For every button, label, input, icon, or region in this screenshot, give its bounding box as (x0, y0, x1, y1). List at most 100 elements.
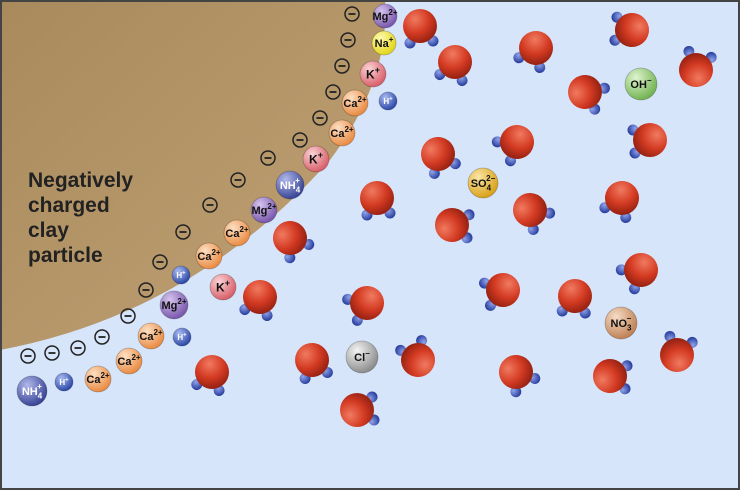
ion-ca: Ca2+ (115, 347, 143, 375)
ion-ca: Ca2+ (137, 322, 165, 350)
water-molecule (627, 123, 667, 159)
ion-label: OH− (630, 76, 652, 91)
ion-mg: Mg2+ (159, 290, 189, 320)
negative-charge-icon (202, 197, 218, 213)
water-molecule (395, 335, 435, 377)
water-molecule (273, 221, 315, 264)
clay-label-line: clay (28, 219, 69, 242)
ion-label: Mg2+ (251, 202, 276, 217)
water-molecule (599, 181, 639, 223)
ion-oh: OH− (624, 67, 658, 101)
water-molecule (479, 273, 520, 311)
water-molecule (568, 75, 610, 115)
ion-label: H+ (176, 270, 186, 280)
ion-h: H+ (378, 91, 398, 111)
ions: Mg2+Na+K+H+Ca2+Ca2+K+NH4+Mg2+Ca2+Ca2+H+K… (16, 3, 658, 407)
negative-charge-icon (120, 308, 136, 324)
ion-label: Ca2+ (86, 371, 110, 386)
negative-charge-icon (334, 58, 350, 74)
surface-charges (20, 6, 360, 364)
ion-label: Mg2+ (161, 297, 186, 312)
ion-so4: SO42− (467, 167, 499, 199)
negative-charge-icon (175, 224, 191, 240)
ion-label: Cl− (354, 349, 370, 364)
ion-label: Na+ (375, 35, 394, 50)
clay-label-line: Negatively (28, 169, 134, 192)
ion-ca: Ca2+ (195, 242, 223, 270)
clay-label-line: particle (28, 244, 103, 267)
water-molecule (239, 280, 277, 322)
negative-charge-icon (325, 84, 341, 100)
ion-ca: Ca2+ (328, 119, 356, 147)
ion-label: SO42− (471, 174, 496, 192)
ion-label: Ca2+ (330, 125, 354, 140)
water-molecule (340, 391, 380, 427)
ion-label: K+ (366, 65, 380, 81)
water-molecule (513, 31, 553, 73)
ion-label: K+ (309, 150, 323, 166)
clay-label-line: charged (28, 194, 110, 217)
clay-particle-label: Negatively charged clay particle (28, 168, 188, 268)
water-molecule (434, 45, 472, 87)
negative-charge-icon (70, 340, 86, 356)
ion-ca: Ca2+ (223, 219, 251, 247)
ion-label: Ca2+ (197, 248, 221, 263)
water-molecule (491, 125, 534, 167)
negative-charge-icon (138, 282, 154, 298)
water-molecule (499, 355, 541, 398)
negative-charge-icon (230, 172, 246, 188)
water-molecule (609, 11, 649, 47)
ion-label: NO3− (611, 314, 633, 332)
ion-h: H+ (171, 265, 191, 285)
water-molecule (660, 330, 698, 372)
negative-charge-icon (344, 6, 360, 22)
ion-h: H+ (172, 327, 192, 347)
water-molecule (295, 343, 333, 384)
ion-no3: NO3− (604, 306, 638, 340)
water-molecule (421, 137, 461, 179)
ion-label: Ca2+ (139, 328, 163, 343)
water-molecule (679, 45, 717, 87)
ion-label: Mg2+ (372, 8, 397, 23)
water-molecule (403, 9, 439, 49)
ion-label: Ca2+ (343, 95, 367, 110)
water-molecule (191, 355, 229, 397)
negative-charge-icon (340, 32, 356, 48)
water-molecule (593, 359, 633, 395)
ion-label: NH4+ (22, 382, 43, 400)
negative-charge-icon (94, 329, 110, 345)
ion-ca: Ca2+ (341, 89, 369, 117)
ion-label: H+ (59, 377, 69, 387)
water-molecules (191, 9, 717, 427)
water-molecule (556, 279, 592, 319)
water-molecule (435, 208, 475, 244)
ion-na: Na+ (371, 30, 397, 56)
negative-charge-icon (152, 254, 168, 270)
water-molecule (615, 253, 658, 295)
ion-label: NH4+ (280, 176, 301, 194)
ion-mg: Mg2+ (372, 3, 398, 29)
ion-label: K+ (216, 278, 230, 294)
ion-k: K+ (302, 145, 330, 173)
ion-nh4: NH4+ (16, 375, 48, 407)
ion-k: K+ (209, 273, 237, 301)
negative-charge-icon (260, 150, 276, 166)
ion-label: H+ (177, 332, 187, 342)
clay-particle (0, 0, 386, 350)
ion-label: H+ (383, 96, 393, 106)
ion-label: Ca2+ (117, 353, 141, 368)
ion-nh4: NH4+ (275, 170, 305, 200)
negative-charge-icon (312, 110, 328, 126)
negative-charge-icon (20, 348, 36, 364)
ion-ca: Ca2+ (84, 365, 112, 393)
water-molecule (342, 286, 384, 326)
ion-h: H+ (54, 372, 74, 392)
ion-k: K+ (359, 60, 387, 88)
ion-cl: Cl− (345, 340, 379, 374)
negative-charge-icon (44, 345, 60, 361)
ion-mg: Mg2+ (250, 196, 278, 224)
water-molecule (513, 193, 556, 235)
